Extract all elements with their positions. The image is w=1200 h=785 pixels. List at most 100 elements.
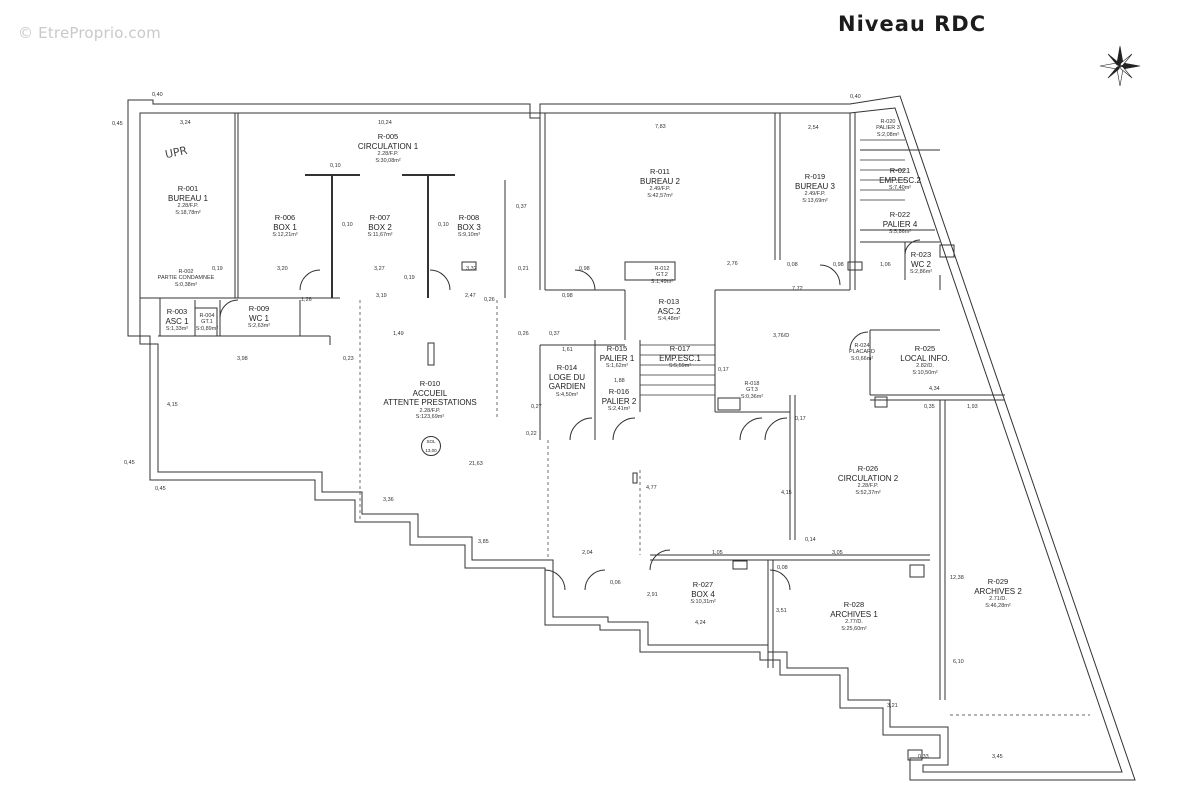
dimension-label: 0,26 [518, 331, 529, 337]
page-title: Niveau RDC [838, 12, 987, 36]
dimension-label: 0,40 [152, 92, 163, 98]
dimension-label: 0,45 [112, 121, 123, 127]
dimension-label: 0,45 [124, 460, 135, 466]
dimension-label: 3,32 [466, 266, 477, 272]
gaine [909, 564, 925, 578]
dimension-label: 10,24 [378, 120, 392, 126]
gaine [907, 749, 923, 761]
dimension-label: 1,26 [301, 297, 312, 303]
dimension-label: 0,35 [924, 404, 935, 410]
dimension-label: 0,17 [795, 416, 806, 422]
stairs [640, 139, 905, 396]
dimension-label: 3,27 [374, 266, 385, 272]
dimension-label: 0,14 [805, 537, 816, 543]
dimension-label: 4,15 [167, 402, 178, 408]
dimension-label: 3,20 [277, 266, 288, 272]
dimension-label: 0,10 [342, 222, 353, 228]
dashed-line [359, 300, 1090, 716]
dimension-label: 1,88 [614, 378, 625, 384]
dimension-label: 3,36 [383, 497, 394, 503]
watermark: © EtreProprio.com [18, 24, 161, 42]
dimension-label: 3,05 [832, 550, 843, 556]
dimension-label: 6,10 [953, 659, 964, 665]
dimension-label: 0,98 [579, 266, 590, 272]
dimension-label: 0,98 [562, 293, 573, 299]
dimension-label: 12,38 [950, 575, 964, 581]
dimension-label: 0,08 [777, 565, 788, 571]
outer-wall [127, 95, 1136, 781]
dimension-label: 3,24 [180, 120, 191, 126]
dimension-label: 4,34 [929, 386, 940, 392]
dimension-label: 2,04 [582, 550, 593, 556]
dimension-label: 2,91 [647, 592, 658, 598]
dimension-label: 0,26 [484, 297, 495, 303]
dimension-label: 0,06 [610, 580, 621, 586]
dimension-label: 7,83 [655, 124, 666, 130]
dimension-label: 0,33 [918, 754, 929, 760]
outer-wall-inner [139, 107, 1123, 773]
dimension-label: 1,61 [562, 347, 573, 353]
dimension-label: 0,40 [850, 94, 861, 100]
dimension-label: 0,45 [155, 486, 166, 492]
dimension-label: 0,10 [438, 222, 449, 228]
dimension-label: 4,77 [646, 485, 657, 491]
pillar [427, 342, 435, 366]
dimension-label: 1,49 [393, 331, 404, 337]
dimension-label: 0,27 [531, 404, 542, 410]
dimension-label: 0,10 [330, 163, 341, 169]
gaine [624, 261, 676, 281]
dimension-label: 2,47 [465, 293, 476, 299]
dimension-label: 0,19 [212, 266, 223, 272]
dimension-label: 1,06 [880, 262, 891, 268]
dimension-label: 4,24 [695, 620, 706, 626]
gaine [874, 396, 888, 408]
sol-badge-value: 13,00 [425, 448, 437, 453]
dimension-label: 7,72 [792, 286, 803, 292]
gaine [461, 261, 477, 271]
interior-wall [158, 298, 1005, 700]
compass-icon [1099, 45, 1141, 87]
dimension-label: 3,45 [992, 754, 1003, 760]
dimension-label: 2,54 [808, 125, 819, 131]
door-swing [219, 239, 921, 591]
dimension-label: 0,22 [526, 431, 537, 437]
gaine [732, 560, 748, 570]
dimension-label: 0,19 [404, 275, 415, 281]
dimension-label: 3,51 [776, 608, 787, 614]
dimension-label: 0,37 [516, 204, 527, 210]
dimension-label: 3,21 [887, 703, 898, 709]
partition [305, 174, 455, 298]
gaine [939, 244, 955, 258]
dimension-label: 3,85 [478, 539, 489, 545]
dimension-label: 0,21 [518, 266, 529, 272]
pillar [632, 472, 638, 484]
